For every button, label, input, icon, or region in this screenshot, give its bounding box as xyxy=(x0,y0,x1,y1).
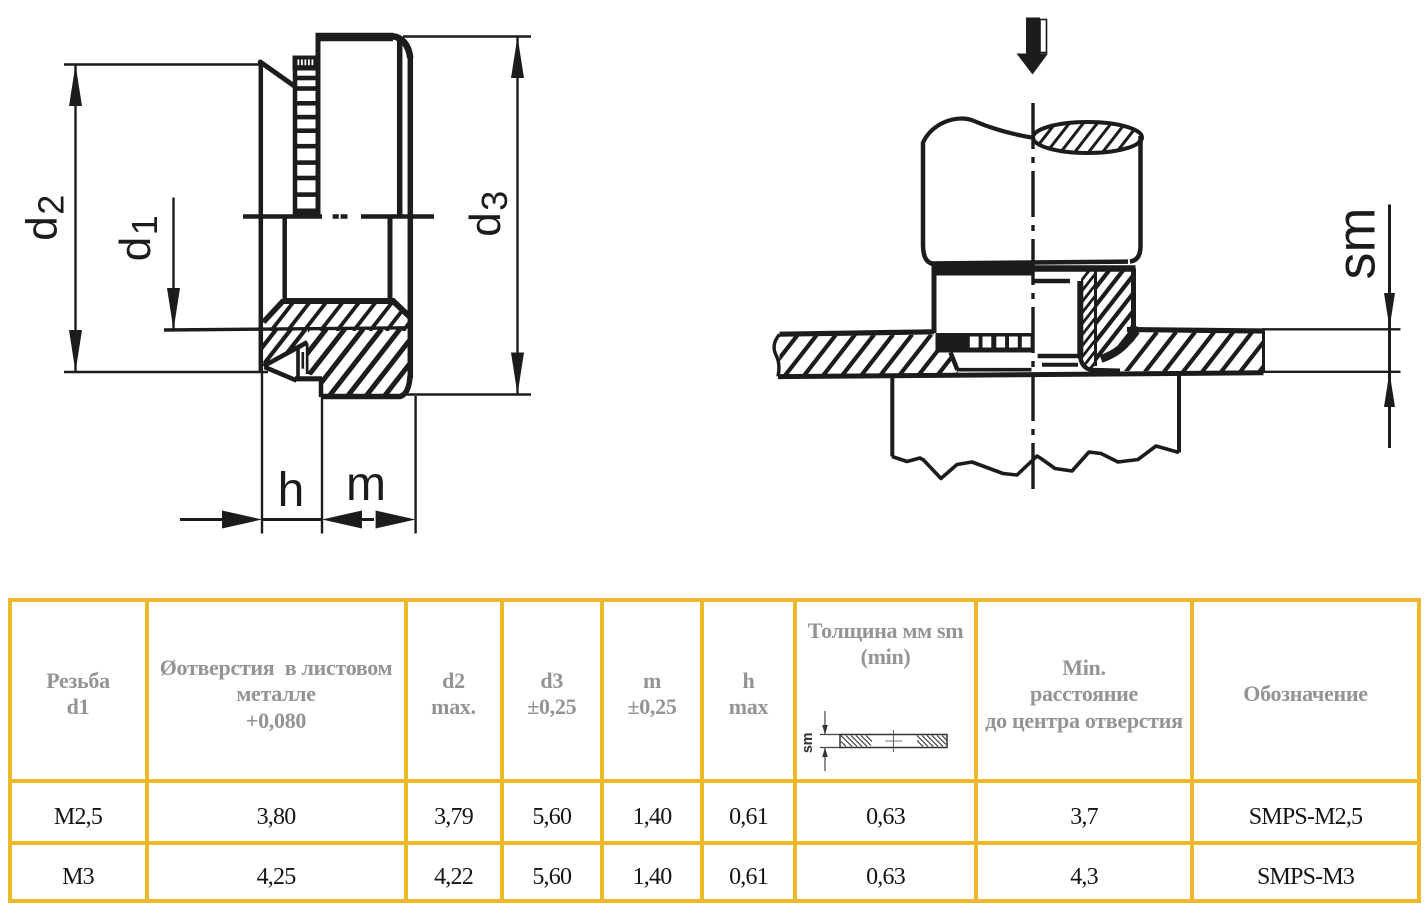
svg-text:d1: d1 xyxy=(111,214,165,262)
svg-text:m: m xyxy=(346,458,386,511)
svg-text:sm: sm xyxy=(1327,208,1387,280)
svg-text:d3: d3 xyxy=(461,189,515,237)
svg-text:sm: sm xyxy=(800,732,816,752)
svg-text:h: h xyxy=(278,464,305,517)
svg-text:d2: d2 xyxy=(18,193,72,241)
